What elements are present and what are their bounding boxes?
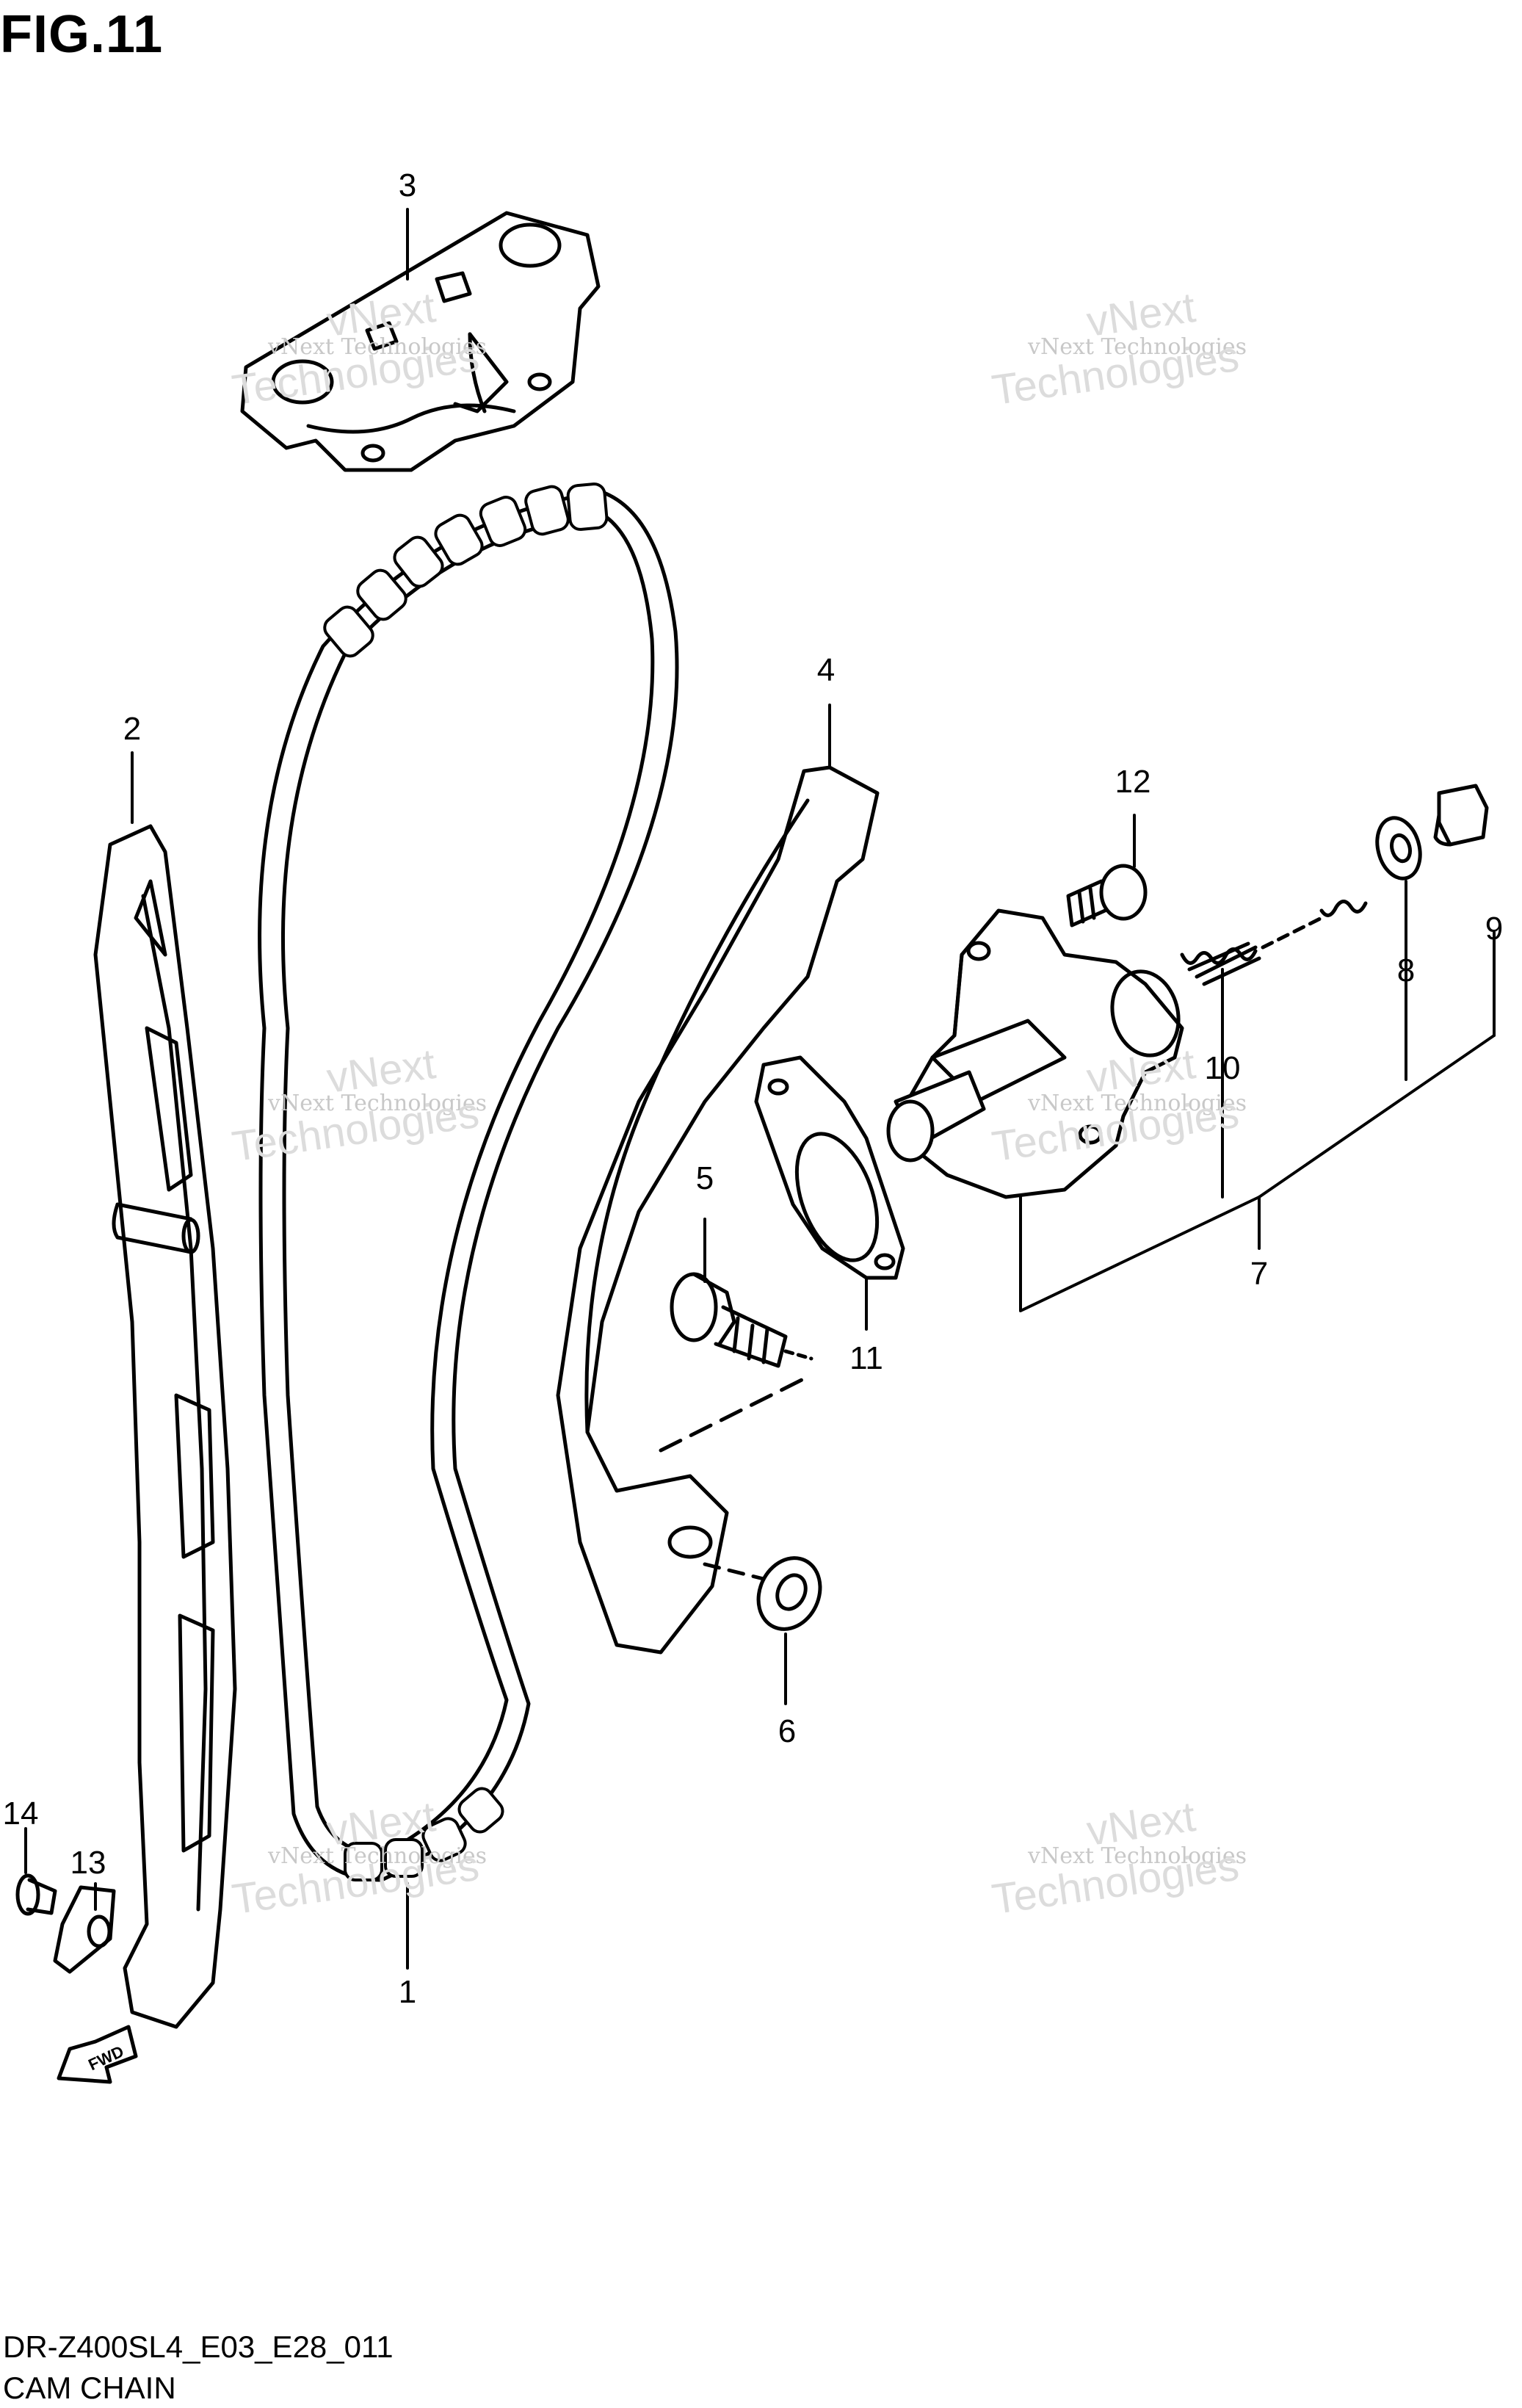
part-label-10: 10 (1204, 1050, 1241, 1086)
plate (53, 1885, 116, 1974)
tensioner-assembly (886, 908, 1184, 1199)
watermark: vNext Technologies vNext Technologies (229, 1793, 488, 1923)
diagram-code: DR-Z400SL4_E03_E28_011 (3, 2329, 394, 2364)
cap-bolt (1433, 784, 1489, 847)
washer (703, 1556, 822, 1631)
watermark: vNext Technologies vNext Technologies (989, 1793, 1247, 1923)
leader-lines (24, 208, 1496, 1970)
watermark-small-text: vNext Technologies (1028, 334, 1247, 360)
tensioner-bolt (1066, 864, 1148, 928)
gasket (754, 1055, 905, 1280)
part-label-4: 4 (816, 652, 836, 688)
part-label-12: 12 (1115, 764, 1151, 800)
spring (1180, 900, 1368, 986)
part-label-3: 3 (398, 167, 417, 203)
chain-guide-left (93, 824, 237, 2029)
part-label-11: 11 (849, 1340, 883, 1376)
chain-tensioner (556, 765, 880, 1655)
screw (15, 1873, 57, 1916)
watermark-small-text: vNext Technologies (268, 1091, 488, 1116)
fwd-arrow: FWD (57, 2025, 138, 2084)
part-label-9: 9 (1485, 911, 1504, 947)
pivot-bolt (659, 1272, 813, 1453)
watermark-small-text: vNext Technologies (1028, 1843, 1247, 1869)
watermark: vNext Technologies vNext Technologies (229, 283, 488, 414)
part-label-13: 13 (70, 1845, 106, 1881)
chain-guide-top (240, 211, 601, 472)
watermark-small-text: vNext Technologies (1028, 1091, 1247, 1116)
watermark: vNext Technologies vNext Technologies (989, 283, 1247, 414)
part-label-8: 8 (1396, 952, 1416, 988)
figure-title: FIG.11 (0, 5, 164, 64)
watermark-small-text: vNext Technologies (268, 334, 488, 360)
part-label-7: 7 (1250, 1256, 1269, 1292)
diagram-caption: CAM CHAIN (3, 2371, 176, 2405)
part-label-2: 2 (123, 711, 142, 747)
part-label-1: 1 (398, 1974, 417, 2010)
watermark: vNext Technologies vNext Technologies (229, 1040, 488, 1171)
part-label-14: 14 (2, 1796, 39, 1832)
cam-chain (258, 482, 679, 1882)
watermark: vNext Technologies vNext Technologies (989, 1040, 1247, 1171)
sealing-washer (1375, 816, 1422, 881)
watermark-small-text: vNext Technologies (268, 1843, 488, 1869)
part-label-5: 5 (695, 1160, 714, 1196)
part-label-6: 6 (778, 1713, 797, 1749)
